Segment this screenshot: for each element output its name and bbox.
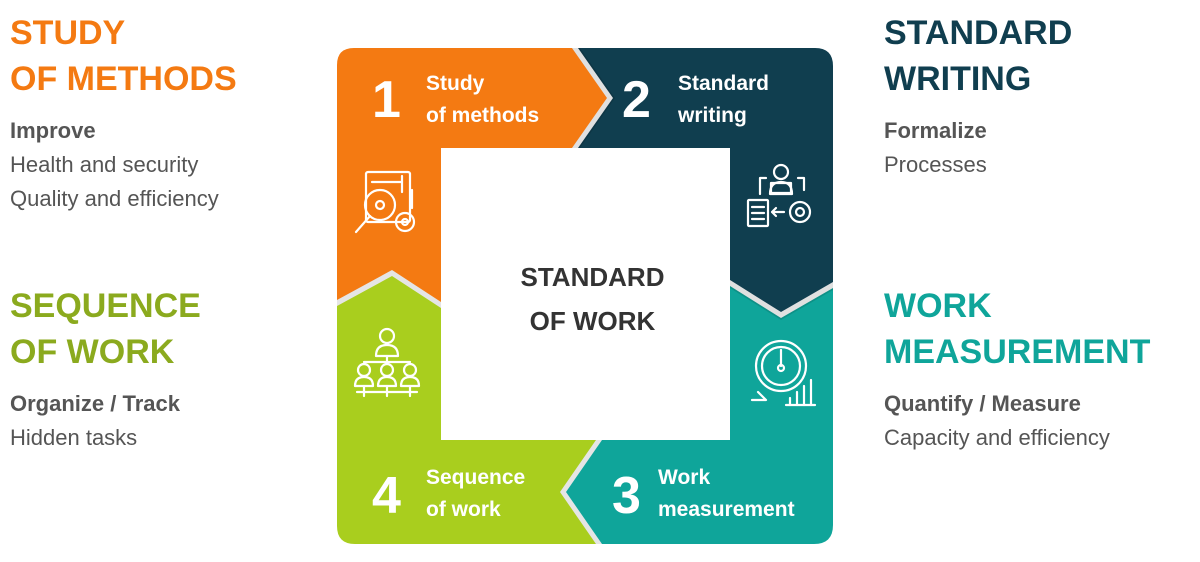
segment-sequence-of-work <box>337 276 596 544</box>
step-label-line: Sequence <box>426 466 526 489</box>
work-measurement-title: WORK MEASUREMENT <box>884 283 1150 375</box>
step-label-line: Standard <box>678 72 770 95</box>
sequence-of-work-description: Organize / Track Hidden tasks <box>10 387 201 455</box>
description-line: Processes <box>884 152 987 177</box>
title-line: OF METHODS <box>10 60 237 98</box>
title-line: STANDARD <box>884 14 1073 52</box>
segment-standard-writing <box>578 48 833 312</box>
title-line: WRITING <box>884 60 1032 98</box>
description-line: Quality and efficiency <box>10 186 219 211</box>
center-title-line: OF WORK <box>529 306 656 336</box>
sequence-of-work-block: SEQUENCE OF WORK Organize / Track Hidden… <box>10 283 201 455</box>
step-2-label: Standard writing <box>678 68 769 132</box>
step-label-line: of work <box>426 498 501 521</box>
segment-study-of-methods <box>337 48 607 302</box>
description-line: Health and security <box>10 152 199 177</box>
standard-writing-description: Formalize Processes <box>884 114 1072 182</box>
step-2-number: 2 <box>622 71 651 129</box>
work-measurement-description: Quantify / Measure Capacity and efficien… <box>884 387 1150 455</box>
center-box <box>441 148 730 440</box>
description-heading: Improve <box>10 118 96 143</box>
center-title: STANDARD OF WORK <box>445 255 740 343</box>
description-heading: Quantify / Measure <box>884 391 1081 416</box>
standard-writing-block: STANDARD WRITING Formalize Processes <box>884 10 1072 182</box>
step-3-number: 3 <box>612 467 641 525</box>
study-of-methods-description: Improve Health and security Quality and … <box>10 114 237 216</box>
person-document-gear-icon <box>746 163 812 228</box>
title-line: MEASUREMENT <box>884 333 1151 371</box>
step-4-label: Sequence of work <box>426 462 525 526</box>
step-3-label: Work measurement <box>658 462 795 526</box>
step-label-line: writing <box>678 104 747 127</box>
description-line: Hidden tasks <box>10 425 138 450</box>
step-label-line: Work <box>658 466 711 489</box>
work-measurement-block: WORK MEASUREMENT Quantify / Measure Capa… <box>884 283 1150 455</box>
document-magnifier-gear-icon <box>354 170 416 234</box>
step-4-number: 4 <box>372 467 401 525</box>
step-1-label: Study of methods <box>426 68 539 132</box>
gauge-bar-chart-icon <box>750 339 817 407</box>
description-heading: Formalize <box>884 118 987 143</box>
title-line: OF WORK <box>10 333 175 371</box>
standard-writing-title: STANDARD WRITING <box>884 10 1072 102</box>
segment-work-measurement <box>566 286 833 544</box>
center-title-line: STANDARD <box>520 262 665 292</box>
description-heading: Organize / Track <box>10 391 180 416</box>
study-of-methods-title: STUDY OF METHODS <box>10 10 237 102</box>
study-of-methods-block: STUDY OF METHODS Improve Health and secu… <box>10 10 237 216</box>
step-1-number: 1 <box>372 71 401 129</box>
title-line: SEQUENCE <box>10 287 201 325</box>
sequence-of-work-title: SEQUENCE OF WORK <box>10 283 201 375</box>
title-line: WORK <box>884 287 992 325</box>
title-line: STUDY <box>10 14 126 52</box>
step-label-line: Study <box>426 72 485 95</box>
step-label-line: measurement <box>658 498 795 521</box>
step-label-line: of methods <box>426 104 540 127</box>
team-hierarchy-icon <box>353 327 421 398</box>
description-line: Capacity and efficiency <box>884 425 1110 450</box>
